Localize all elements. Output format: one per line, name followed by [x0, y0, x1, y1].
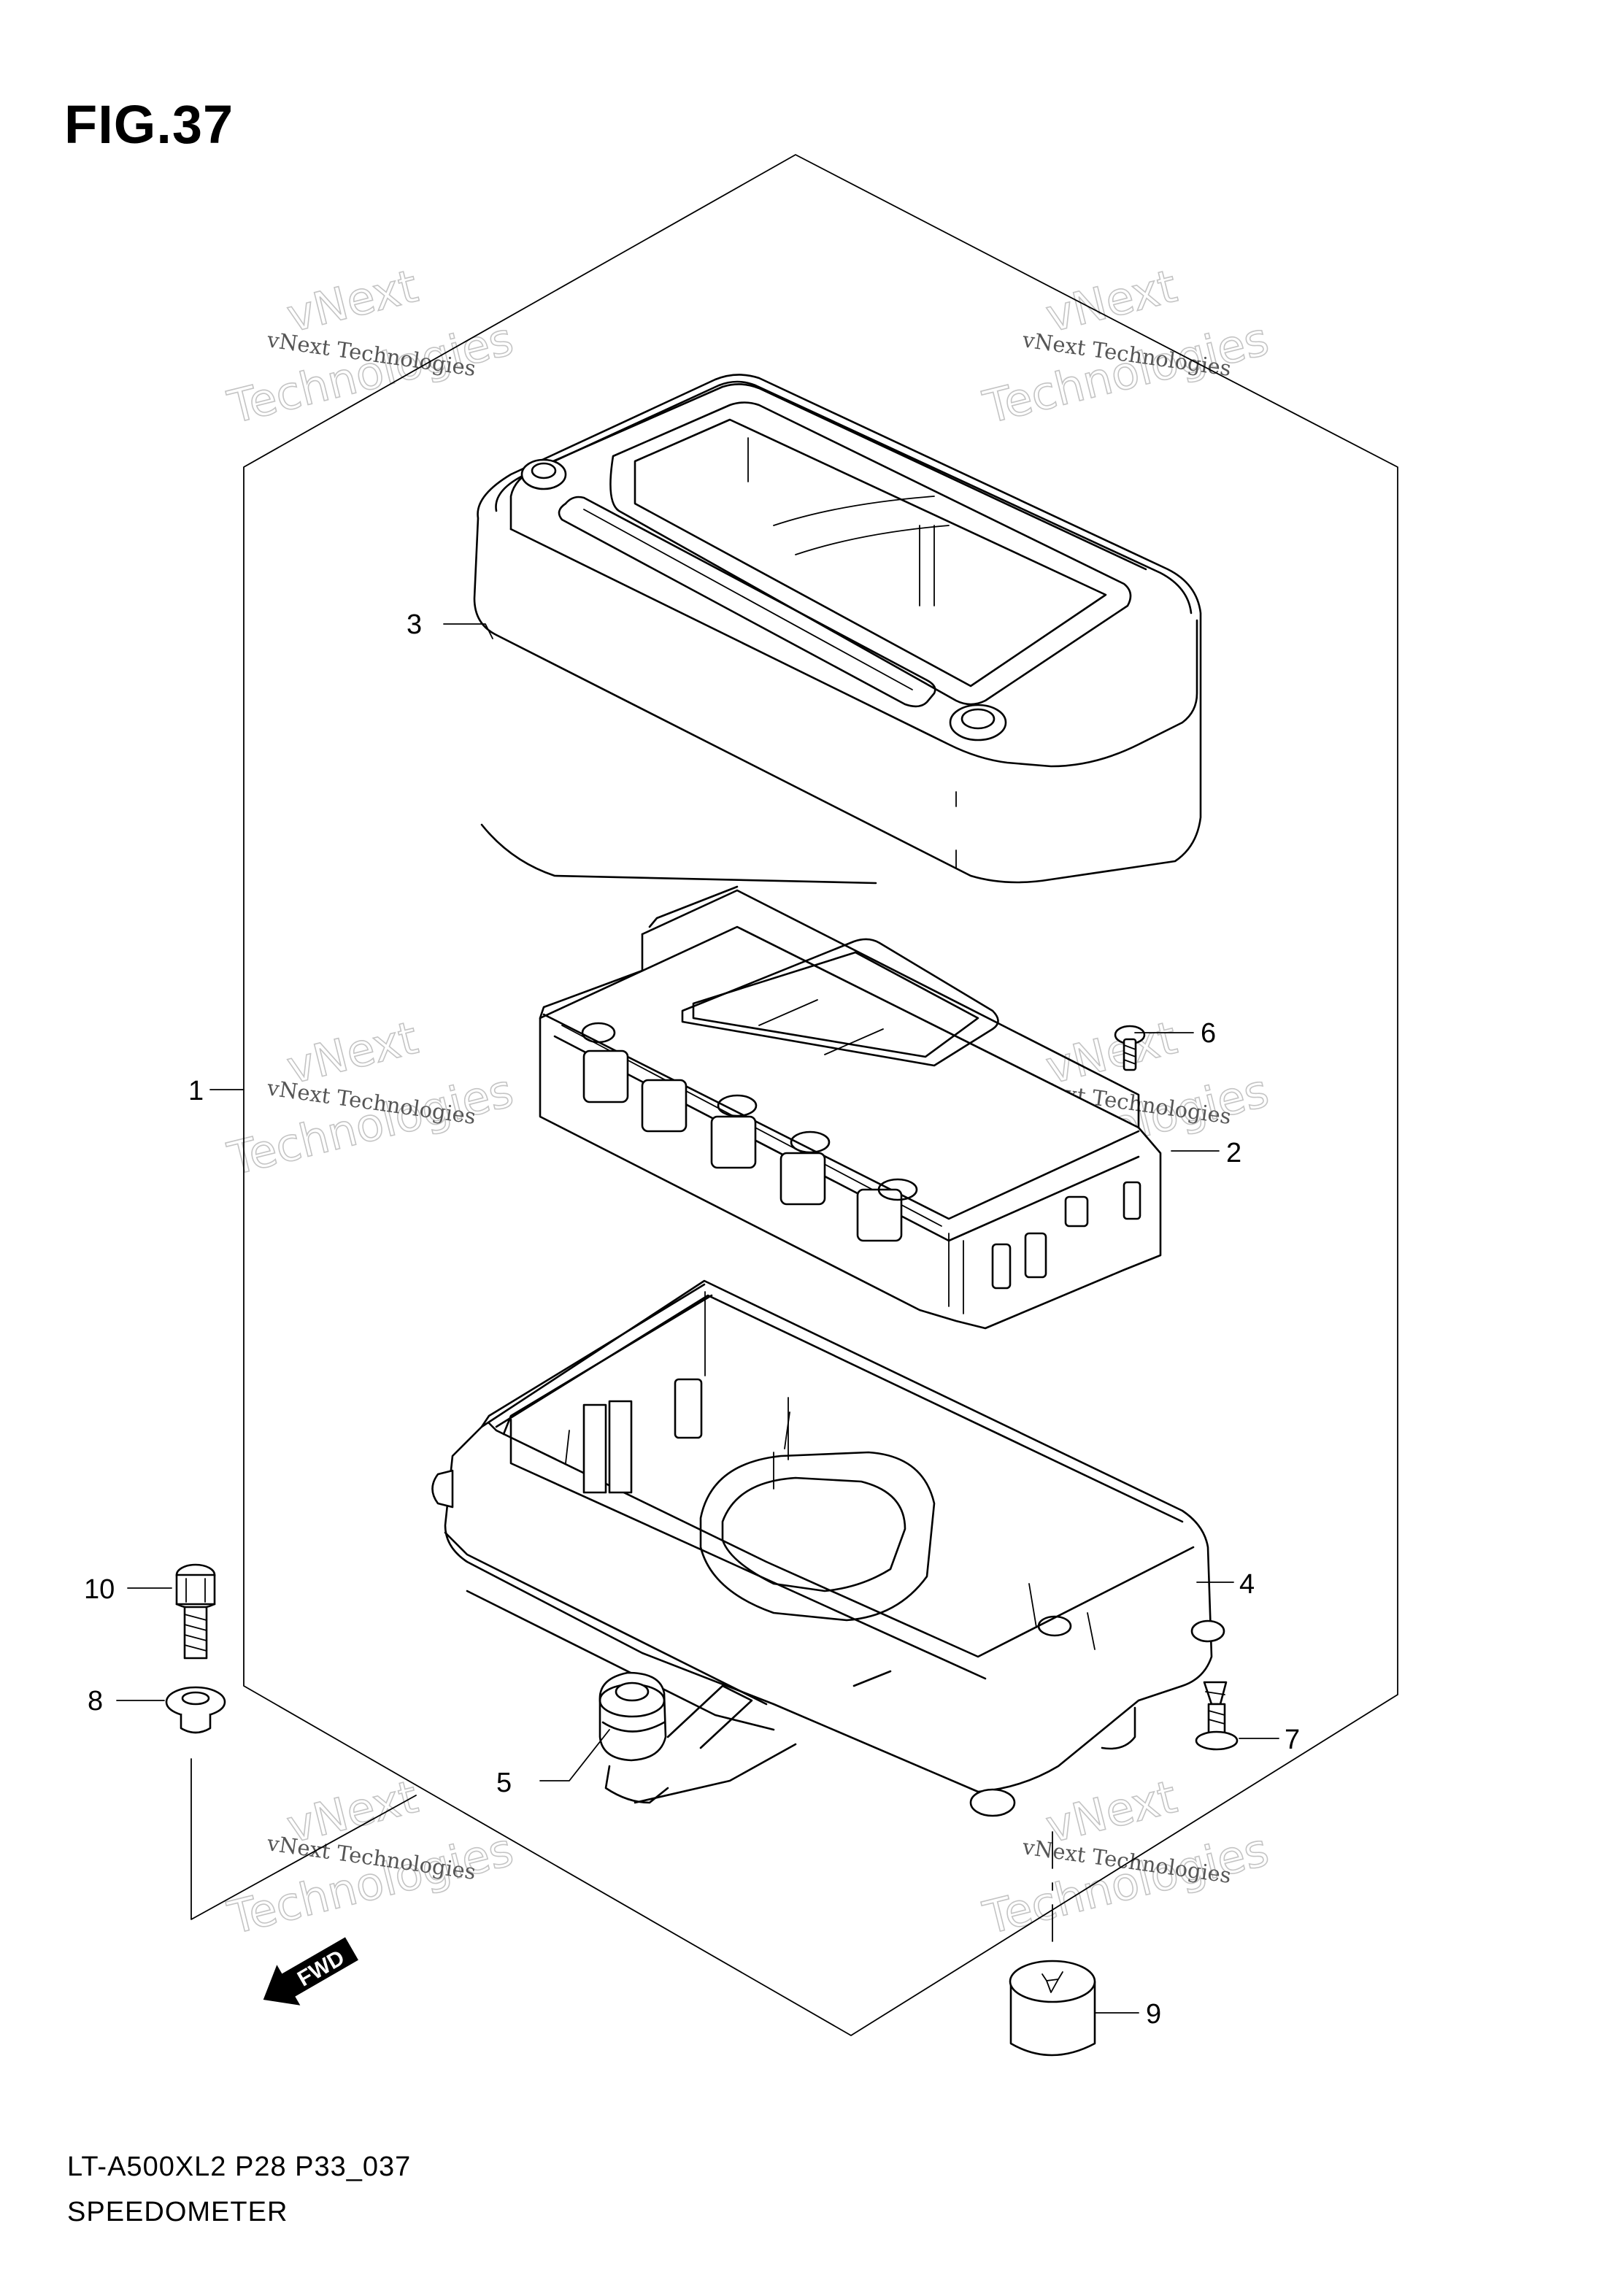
watermark-top-left: vNext Technologies vNext Technologies	[222, 258, 519, 434]
watermark-mid-left: vNext Technologies vNext Technologies	[222, 1010, 519, 1186]
mounting-bracket	[604, 1670, 892, 1804]
part-8-collar	[165, 1686, 226, 1734]
part-6-screw	[1114, 1025, 1146, 1071]
callout-1: 1	[188, 1076, 204, 1106]
assembly-name: SPEEDOMETER	[67, 2197, 288, 2227]
watermark-vnext: vNext	[282, 259, 423, 343]
callout-7: 7	[1285, 1725, 1300, 1755]
watermark-vnext: vNext	[1041, 259, 1182, 343]
part-3-meter-cover	[473, 374, 1202, 885]
watermark-top-right: vNext Technologies vNext Technologies	[977, 258, 1274, 434]
model-code: LT-A500XL2 P28 P33_037	[67, 2151, 412, 2182]
callout-2: 2	[1226, 1138, 1241, 1168]
callout-9: 9	[1146, 1999, 1161, 2030]
part-9-damper	[1009, 1960, 1096, 2057]
figure-title: FIG.37	[64, 94, 234, 155]
watermark-bottom-left: vNext Technologies vNext Technologies	[222, 1769, 519, 1945]
callout-5: 5	[496, 1768, 512, 1798]
callout-4: 4	[1239, 1569, 1255, 1600]
callout-3: 3	[407, 609, 422, 640]
guide-line	[190, 1758, 417, 1920]
part-4-meter-case	[431, 1279, 1225, 1817]
callout-8: 8	[88, 1686, 103, 1717]
part-2-meter-unit	[539, 885, 1162, 1330]
callout-10: 10	[84, 1574, 115, 1605]
part-5-grommet	[598, 1671, 667, 1762]
callout-6: 6	[1201, 1018, 1216, 1049]
assembly-outline	[243, 154, 1398, 2036]
part-10-bolt	[175, 1563, 216, 1660]
fwd-direction-arrow: FWD	[263, 1937, 358, 2006]
watermark-bottom-right: vNext Technologies vNext Technologies	[977, 1769, 1274, 1945]
part-7-tapping-screw	[1195, 1681, 1239, 1751]
leader-lines	[116, 623, 1279, 2014]
